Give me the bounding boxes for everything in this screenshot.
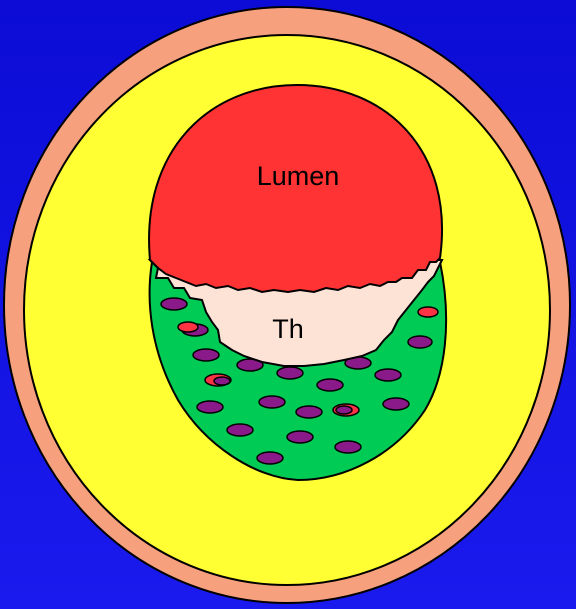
cell [335,441,361,453]
cell [383,398,409,410]
cell [336,406,352,414]
cell [193,349,219,361]
cell [408,336,432,348]
cell [227,424,253,436]
cell [214,377,230,385]
cell [375,369,401,381]
cell [317,379,343,391]
thrombus-label: Th [272,314,304,344]
cell [296,406,322,418]
cell [259,396,285,408]
cell [257,452,283,464]
cell [178,322,198,332]
cell [161,298,187,310]
cell [418,307,438,317]
lumen-label: Lumen [257,161,340,191]
cell [277,367,303,379]
cell [287,431,313,443]
cell [197,401,223,413]
